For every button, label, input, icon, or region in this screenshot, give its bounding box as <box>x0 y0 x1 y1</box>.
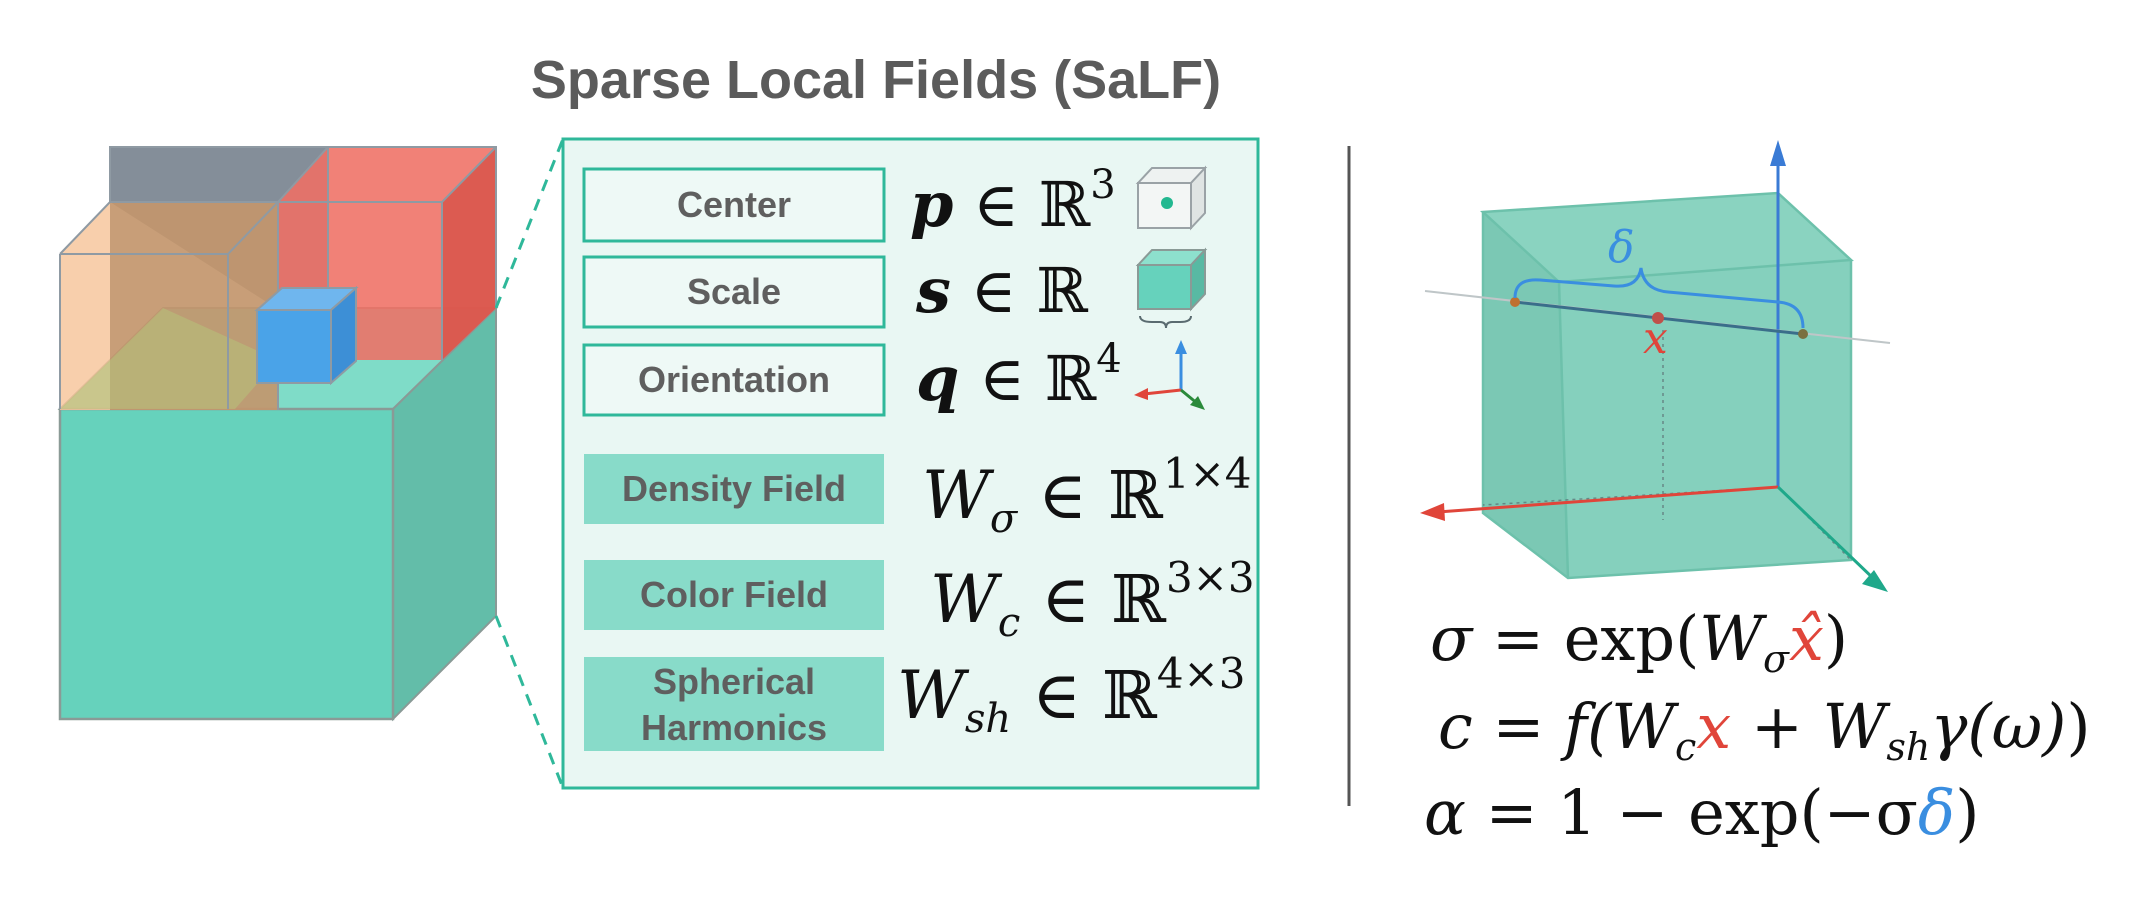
red-block-side <box>442 147 496 360</box>
ray-exit-point <box>1798 329 1808 339</box>
field-math: Wc ∈ ℝ3×3 <box>930 553 1255 646</box>
axis-up-arrowhead <box>1770 140 1786 166</box>
sample-point <box>1652 312 1664 324</box>
wireframe-edges <box>59 146 497 410</box>
field-label: Density Field <box>622 468 846 509</box>
blue-cube-front <box>256 309 332 384</box>
param-math: p ∈ ℝ3 <box>910 162 1116 241</box>
floor-tint <box>60 308 278 409</box>
field-label-line1: Spherical <box>653 661 815 702</box>
delta-label: δ <box>1608 222 1635 273</box>
axes-orientation-icon <box>1134 340 1205 410</box>
figure-title: Sparse Local Fields (SaLF) <box>531 50 1221 110</box>
param-row-center: Center p ∈ ℝ3 <box>582 162 1116 243</box>
teal-cube-front-face <box>58 407 395 721</box>
delta-brace <box>1513 267 1805 329</box>
x-label: x <box>1643 313 1668 364</box>
field-row-spherical-harmonics: Spherical Harmonics Wsh ∈ ℝ4×3 <box>584 649 1245 751</box>
cube-scale-icon <box>1135 247 1208 329</box>
field-row-color: Color Field Wc ∈ ℝ3×3 <box>584 553 1255 646</box>
equation-sigma: σ = exp(Wσx̂) <box>1430 602 1848 681</box>
ray-cube-front <box>1559 260 1851 578</box>
ray-entry-point <box>1510 297 1520 307</box>
cube-stack-illustration <box>57 146 499 722</box>
param-math: q ∈ ℝ4 <box>916 336 1122 415</box>
zoom-line-top <box>494 138 565 309</box>
field-label-line2: Harmonics <box>641 707 827 748</box>
cube-center-dot-icon <box>1135 165 1208 231</box>
ray-cube-left <box>1483 212 1568 578</box>
zoom-line-bottom <box>494 615 565 789</box>
param-label: Center <box>677 184 791 225</box>
ray-cube-top <box>1483 193 1851 282</box>
equation-alpha: α = 1 − exp(−σδ) <box>1424 776 1979 849</box>
param-row-orientation: Orientation q ∈ ℝ4 <box>582 336 1122 417</box>
param-label: Orientation <box>638 359 830 400</box>
axis-forward <box>1776 485 1877 582</box>
ray-cube-illustration: δ x <box>1420 140 1891 592</box>
parameter-panel: Center p ∈ ℝ3 Scale s ∈ ℝ Orientation q … <box>561 137 1260 790</box>
axis-left-arrowhead <box>1420 503 1445 521</box>
axis-left <box>1437 485 1779 514</box>
field-row-density: Density Field Wσ ∈ ℝ1×4 <box>584 449 1251 542</box>
field-math: Wsh ∈ ℝ4×3 <box>897 649 1245 742</box>
field-math: Wσ ∈ ℝ1×4 <box>922 449 1251 542</box>
param-label: Scale <box>687 271 781 312</box>
param-math: s ∈ ℝ <box>915 254 1088 327</box>
axis-forward-arrowhead <box>1862 570 1888 592</box>
field-label: Color Field <box>640 574 828 615</box>
equation-color: c = f(Wcx + Wshγ(ω)) <box>1438 690 2091 769</box>
param-row-scale: Scale s ∈ ℝ <box>582 254 1088 329</box>
